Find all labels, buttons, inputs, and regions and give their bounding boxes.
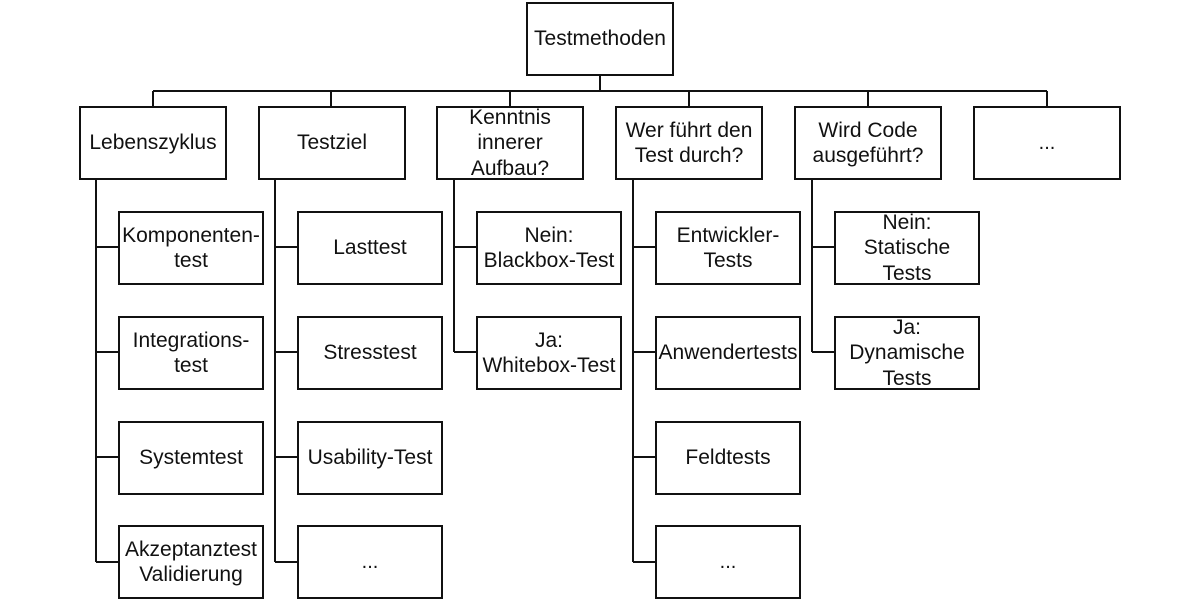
- node-whitebox-test: Ja: Whitebox-Test: [476, 316, 622, 390]
- node-feldtests: Feldtests: [655, 421, 801, 495]
- node-komponententest: Komponenten- test: [118, 211, 264, 285]
- node-akzeptanztest: Akzeptanztest Validierung: [118, 525, 264, 599]
- category-kenntnis-aufbau: Kenntnis innerer Aufbau?: [436, 106, 584, 180]
- category-wer-fuehrt-durch: Wer führt den Test durch?: [615, 106, 763, 180]
- category-testziel: Testziel: [258, 106, 406, 180]
- category-lebenszyklus: Lebenszyklus: [79, 106, 227, 180]
- node-entwickler-tests: Entwickler-Tests: [655, 211, 801, 285]
- node-stresstest: Stresstest: [297, 316, 443, 390]
- node-usability-test: Usability-Test: [297, 421, 443, 495]
- node-systemtest: Systemtest: [118, 421, 264, 495]
- node-dynamische-tests: Ja: Dynamische Tests: [834, 316, 980, 390]
- node-testziel-more: ...: [297, 525, 443, 599]
- category-code-ausgefuehrt: Wird Code ausgeführt?: [794, 106, 942, 180]
- category-more: ...: [973, 106, 1121, 180]
- node-lasttest: Lasttest: [297, 211, 443, 285]
- node-integrationstest: Integrations- test: [118, 316, 264, 390]
- node-blackbox-test: Nein: Blackbox-Test: [476, 211, 622, 285]
- node-anwendertests: Anwendertests: [655, 316, 801, 390]
- node-durchfuehrung-more: ...: [655, 525, 801, 599]
- node-statische-tests: Nein: Statische Tests: [834, 211, 980, 285]
- root-node: Testmethoden: [526, 2, 674, 76]
